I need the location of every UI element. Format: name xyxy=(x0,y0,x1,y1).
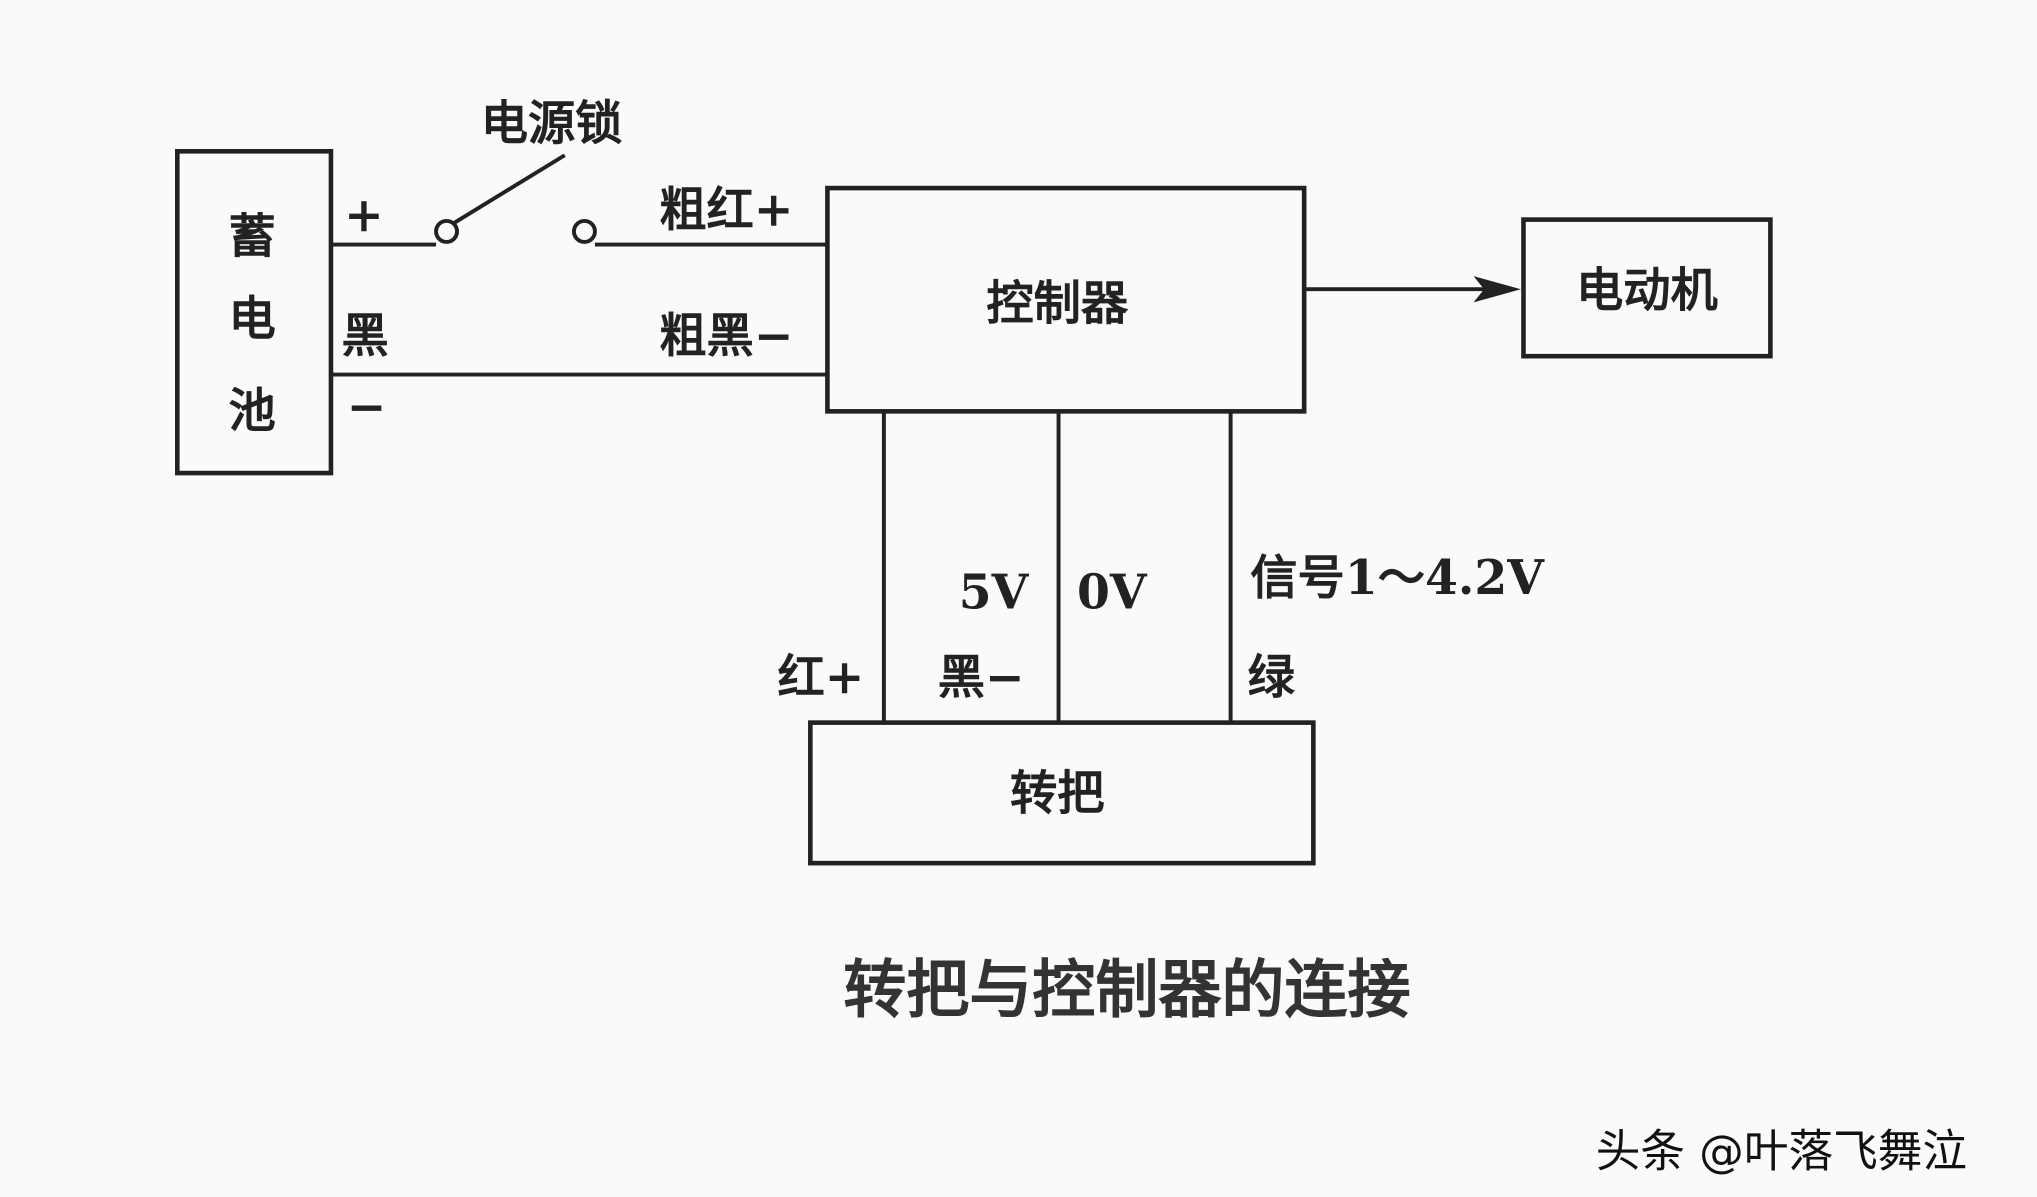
0v-label: 0V xyxy=(1077,565,1148,620)
battery-minus-label: − xyxy=(347,380,387,435)
green-label: 绿 xyxy=(1248,651,1296,706)
battery-black-label: 黑 xyxy=(341,309,388,364)
signal-label: 信号1～4.2V xyxy=(1250,551,1545,606)
controller-box xyxy=(825,185,1307,414)
battery-box xyxy=(175,149,334,476)
switch-contact-right xyxy=(571,218,597,244)
switch-contact-left xyxy=(434,218,460,244)
thick-red-label: 粗红+ xyxy=(659,183,793,238)
switch-lever xyxy=(452,153,566,226)
battery-char-3: 池 xyxy=(229,384,276,439)
controller-label: 控制器 xyxy=(986,276,1129,331)
battery-char-2: 电 xyxy=(229,292,276,347)
red-plus-label: 红+ xyxy=(778,651,865,706)
power-lock-label: 电源锁 xyxy=(481,96,623,151)
battery-char-1: 蓄 xyxy=(229,209,276,264)
battery-plus-label: + xyxy=(344,188,384,243)
arrow-head-icon xyxy=(1473,276,1521,303)
watermark: 头条 @叶落飞舞泣 xyxy=(1596,1126,1967,1178)
diagram-caption: 转把与控制器的连接 xyxy=(843,953,1410,1027)
throttle-label: 转把 xyxy=(1010,766,1105,821)
throttle-box xyxy=(808,720,1316,866)
thick-black-label: 粗黑− xyxy=(659,309,793,364)
5v-label: 5V xyxy=(959,565,1030,620)
motor-box xyxy=(1521,217,1773,359)
black-minus-label: 黑− xyxy=(938,651,1025,706)
motor-label: 电动机 xyxy=(1576,263,1719,318)
